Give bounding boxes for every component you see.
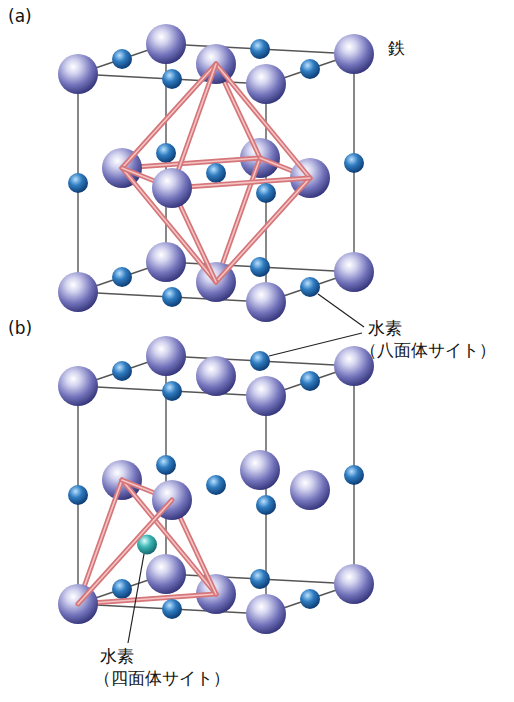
hydrogen-octahedral bbox=[300, 589, 320, 609]
leader-line bbox=[318, 294, 364, 327]
polyhedron-bond bbox=[122, 64, 216, 168]
leader-line bbox=[128, 554, 144, 643]
polyhedron-bond-highlight bbox=[122, 64, 216, 168]
polyhedron-bond-highlight bbox=[216, 178, 310, 282]
hydrogen-octahedral bbox=[112, 361, 132, 381]
hydrogen-octahedral bbox=[250, 39, 270, 59]
iron-atom bbox=[240, 450, 280, 490]
polyhedron-bond bbox=[216, 64, 310, 178]
hydrogen-octahedral bbox=[112, 267, 132, 287]
polyhedron-bond-highlight bbox=[172, 178, 310, 188]
iron-atom bbox=[246, 64, 286, 104]
hydrogen-octahedral bbox=[162, 69, 182, 89]
hydrogen-octahedral bbox=[162, 599, 182, 619]
leader-line bbox=[269, 333, 362, 356]
iron-atom bbox=[58, 272, 98, 312]
hydrogen-octahedral bbox=[250, 351, 270, 371]
hydrogen-octahedral bbox=[300, 277, 320, 297]
polyhedron-bond bbox=[78, 500, 172, 604]
hydrogen-octahedral bbox=[68, 485, 88, 505]
hydrogen-octahedral bbox=[156, 143, 176, 163]
hydrogen-octahedral bbox=[344, 153, 364, 173]
iron-atom bbox=[334, 252, 374, 292]
callout-label: 水素 bbox=[368, 318, 402, 338]
callout-label: （八面体サイト） bbox=[360, 340, 496, 360]
hydrogen-octahedral bbox=[250, 569, 270, 589]
iron-atom bbox=[146, 554, 186, 594]
polyhedron-bond-highlight bbox=[78, 594, 216, 604]
iron-atom bbox=[58, 54, 98, 94]
iron-atom bbox=[152, 168, 192, 208]
fcc-cell bbox=[58, 24, 374, 322]
iron-atom bbox=[290, 470, 330, 510]
iron-atom bbox=[58, 366, 98, 406]
panel-label: (a) bbox=[8, 6, 32, 26]
hydrogen-octahedral bbox=[206, 475, 226, 495]
fcc-cell bbox=[58, 336, 374, 634]
hydrogen-octahedral bbox=[112, 49, 132, 69]
polyhedron-bond bbox=[216, 178, 310, 282]
iron-atom bbox=[146, 24, 186, 64]
hydrogen-octahedral bbox=[156, 455, 176, 475]
hydrogen-octahedral bbox=[256, 495, 276, 515]
polyhedron-bond-highlight bbox=[122, 158, 260, 168]
polyhedron-bond-highlight bbox=[78, 500, 172, 604]
atom-label: 鉄 bbox=[388, 38, 405, 58]
iron-atom bbox=[246, 594, 286, 634]
callout-label: 水素 bbox=[100, 646, 134, 666]
iron-atom bbox=[334, 564, 374, 604]
panel-label: (b) bbox=[8, 318, 32, 338]
polyhedron-bond bbox=[172, 178, 310, 188]
hydrogen-octahedral bbox=[300, 371, 320, 391]
iron-atom bbox=[146, 242, 186, 282]
callout-label: （四面体サイト） bbox=[94, 668, 230, 688]
hydrogen-octahedral bbox=[344, 465, 364, 485]
polyhedron-bond bbox=[78, 594, 216, 604]
polyhedron-bond bbox=[122, 158, 260, 168]
hydrogen-octahedral bbox=[250, 257, 270, 277]
iron-atom bbox=[334, 34, 374, 74]
polyhedron-bond-highlight bbox=[216, 64, 310, 178]
iron-atom bbox=[196, 356, 236, 396]
iron-atom bbox=[146, 336, 186, 376]
hydrogen-octahedral bbox=[300, 59, 320, 79]
iron-atom bbox=[246, 376, 286, 416]
iron-atom bbox=[246, 282, 286, 322]
hydrogen-octahedral bbox=[206, 163, 226, 183]
hydrogen-octahedral bbox=[256, 183, 276, 203]
hydrogen-octahedral bbox=[112, 579, 132, 599]
hydrogen-octahedral bbox=[162, 381, 182, 401]
hydrogen-octahedral bbox=[68, 173, 88, 193]
hydrogen-octahedral bbox=[162, 287, 182, 307]
